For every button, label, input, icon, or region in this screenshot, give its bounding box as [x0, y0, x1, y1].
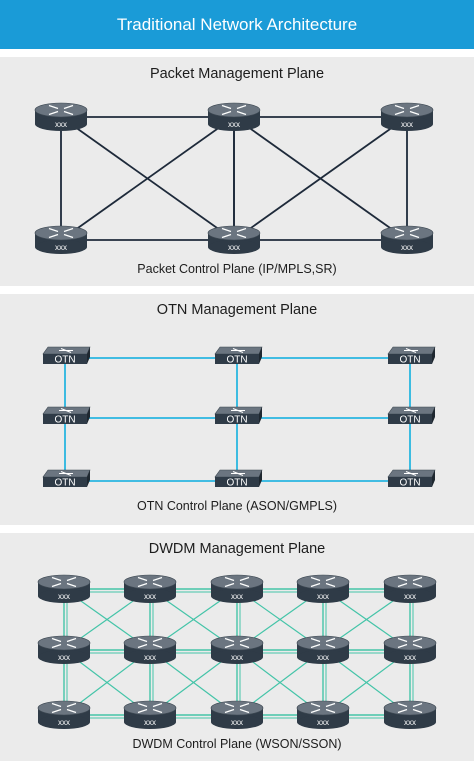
- node-label: xxx: [317, 718, 329, 727]
- otn-switch-icon: OTN: [214, 346, 263, 366]
- router-icon: xxx: [123, 574, 177, 603]
- dwdm-network-diagram: xxx xxx xxx xxx xxx xxx xxx xxx xxx xxx xxx xxx xxx x…: [37, 574, 437, 729]
- node-label: xxx: [404, 718, 416, 727]
- node-label: xxx: [401, 243, 413, 252]
- node-label: xxx: [231, 653, 243, 662]
- router-icon: xxx: [380, 102, 434, 131]
- node-label: OTN: [399, 355, 420, 366]
- otn-switch-icon: OTN: [42, 406, 91, 426]
- otn-network-diagram: OTN OTN OTN OTN OTN OTN OTN OTN OTN: [42, 346, 436, 489]
- node-label: xxx: [58, 718, 70, 727]
- router-icon: xxx: [210, 574, 264, 603]
- router-icon: xxx: [210, 635, 264, 664]
- node-label: OTN: [226, 478, 247, 489]
- router-icon: xxx: [210, 700, 264, 729]
- router-icon: xxx: [123, 700, 177, 729]
- node-label: xxx: [144, 592, 156, 601]
- node-label: OTN: [399, 478, 420, 489]
- router-icon: xxx: [383, 700, 437, 729]
- node-label: xxx: [55, 243, 67, 252]
- node-label: xxx: [228, 120, 240, 129]
- router-icon: xxx: [123, 635, 177, 664]
- otn-plane-heading: OTN Management Plane: [156, 302, 318, 318]
- node-label: xxx: [401, 120, 413, 129]
- packet-plane-heading: Packet Management Plane: [149, 66, 325, 82]
- node-label: xxx: [55, 120, 67, 129]
- router-icon: xxx: [207, 225, 261, 254]
- packet-link: [60, 116, 235, 241]
- router-icon: xxx: [296, 574, 350, 603]
- otn-switch-icon: OTN: [42, 346, 91, 366]
- packet-plane-caption: Packet Control Plane (IP/MPLS,SR): [137, 262, 337, 276]
- node-label: xxx: [317, 653, 329, 662]
- router-icon: xxx: [383, 574, 437, 603]
- node-label: OTN: [54, 355, 75, 366]
- node-label: OTN: [226, 415, 247, 426]
- packet-link: [233, 116, 408, 241]
- router-icon: xxx: [296, 635, 350, 664]
- node-label: xxx: [231, 718, 243, 727]
- router-icon: xxx: [207, 102, 261, 131]
- node-label: OTN: [226, 355, 247, 366]
- packet-network-diagram: xxx xxx xxx xxx xxx xxx: [34, 102, 434, 254]
- node-label: xxx: [58, 653, 70, 662]
- router-icon: xxx: [37, 574, 91, 603]
- router-icon: xxx: [380, 225, 434, 254]
- dwdm-plane-heading: DWDM Management Plane: [148, 541, 326, 557]
- otn-switch-icon: OTN: [214, 406, 263, 426]
- node-label: OTN: [54, 478, 75, 489]
- otn-switch-icon: OTN: [42, 469, 91, 489]
- router-icon: xxx: [34, 102, 88, 131]
- otn-switch-icon: OTN: [214, 469, 263, 489]
- otn-plane-caption: OTN Control Plane (ASON/GMPLS): [136, 499, 338, 513]
- node-label: xxx: [228, 243, 240, 252]
- otn-switch-icon: OTN: [387, 469, 436, 489]
- router-icon: xxx: [37, 700, 91, 729]
- node-label: xxx: [404, 653, 416, 662]
- router-icon: xxx: [34, 225, 88, 254]
- otn-switch-icon: OTN: [387, 346, 436, 366]
- node-label: OTN: [399, 415, 420, 426]
- node-label: OTN: [54, 415, 75, 426]
- otn-switch-icon: OTN: [387, 406, 436, 426]
- node-label: xxx: [144, 653, 156, 662]
- node-label: xxx: [404, 592, 416, 601]
- dwdm-plane-caption: DWDM Control Plane (WSON/SSON): [132, 737, 342, 751]
- node-label: xxx: [144, 718, 156, 727]
- router-icon: xxx: [37, 635, 91, 664]
- node-label: xxx: [317, 592, 329, 601]
- router-icon: xxx: [296, 700, 350, 729]
- node-label: xxx: [231, 592, 243, 601]
- router-icon: xxx: [383, 635, 437, 664]
- page-title: Traditional Network Architecture: [0, 0, 474, 49]
- node-label: xxx: [58, 592, 70, 601]
